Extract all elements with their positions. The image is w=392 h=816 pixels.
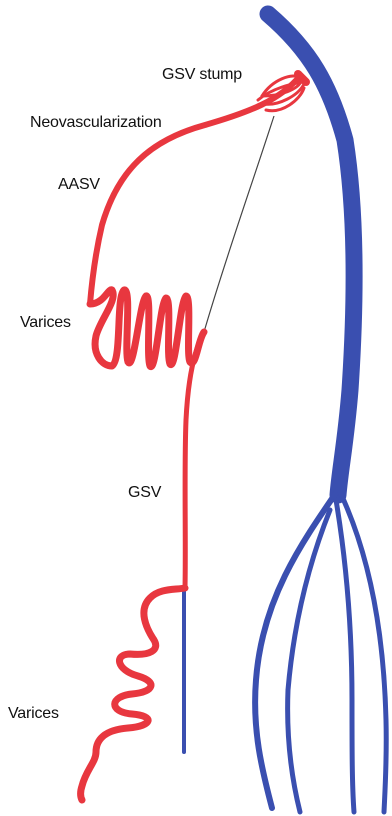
deep-branch-left-outer [255,490,338,808]
label-varices-upper: Varices [20,314,71,332]
label-neovascularization: Neovascularization [30,114,162,132]
gsv-trunk [185,332,204,588]
varices-lower-chain [81,588,186,800]
deep-branch-middle [336,500,354,812]
label-gsv: GSV [128,484,161,502]
label-aasv: AASV [58,176,100,194]
label-gsv-stump: GSV stump [162,66,242,84]
label-varices-lower: Varices [8,705,59,723]
deep-branch-right [340,492,386,812]
ligation-line [204,116,274,332]
varices-upper-cluster [90,290,204,367]
superficial-vein-system [81,74,307,800]
deep-vein-system [184,14,386,812]
